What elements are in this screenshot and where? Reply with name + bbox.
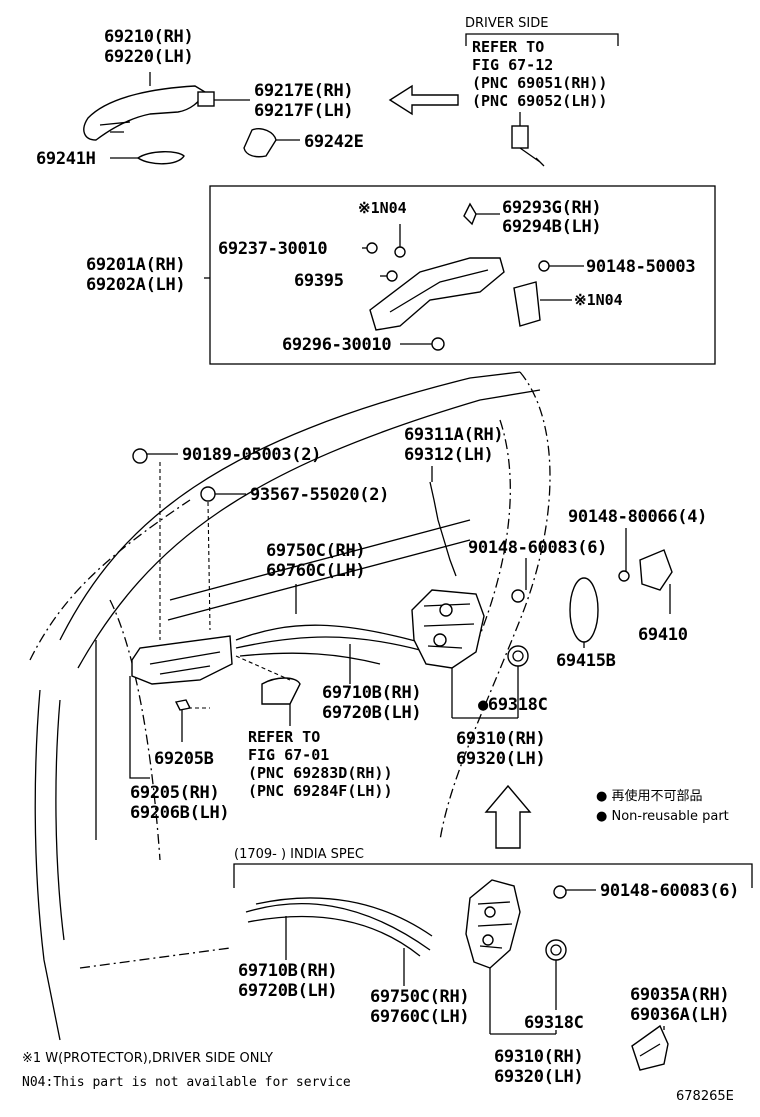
label-93567: 93567-55020(2) [250,485,389,505]
label-69750c-b: 69750C(RH) [370,987,469,1007]
handle-frame [362,202,584,351]
label-69241h: 69241H [36,149,96,169]
label-69294b: 69294B(LH) [502,217,601,237]
cables-mid [235,624,441,684]
label-n04-b: ※1N04 [574,291,623,309]
label-69220: 69220(LH) [104,47,193,67]
label-69320-a: 69320(LH) [456,749,545,769]
refer-mid-line2: FIG 67-01 [248,746,329,764]
label-69242e: 69242E [304,132,364,152]
outside-handle-group [83,72,459,165]
figure-id: 678265E [676,1089,734,1104]
label-69217f: 69217F(LH) [254,101,353,121]
striker [639,549,673,591]
handle-pad [136,151,185,165]
inside-handle [131,635,301,711]
up-arrow [484,784,532,849]
cover-69242e [243,128,277,158]
label-69760c-b: 69760C(LH) [370,1007,469,1027]
label-69310-b: 69310(RH) [494,1047,583,1067]
label-90148-60083-b: 90148-60083(6) [600,881,739,901]
label-69201a: 69201A(RH) [86,255,185,275]
label-driver-side: DRIVER SIDE [465,16,548,31]
label-69036a: 69036A(LH) [630,1005,729,1025]
label-90148-50003: 90148-50003 [586,257,695,277]
refer-top-line4: (PNC 69052(LH)) [472,92,607,110]
label-69750c-a: 69750C(RH) [266,541,365,561]
outside-handle [83,85,206,141]
label-69217e: 69217E(RH) [254,81,353,101]
label-69206b: 69206B(LH) [130,803,229,823]
refer-mid-line1: REFER TO [248,728,320,746]
label-69312: 69312(LH) [404,445,493,465]
frame-box [209,185,716,365]
label-69318c-a: ●69318C [478,695,548,715]
label-69210: 69210(RH) [104,27,193,47]
actuator-69035a [631,1024,669,1071]
refer-top-line2: FIG 67-12 [472,56,553,74]
india-lock-assembly [465,879,596,1035]
label-69293g: 69293G(RH) [502,198,601,218]
refer-arrow [388,84,459,116]
label-69710b-b: 69710B(RH) [238,961,337,981]
label-90189: 90189-05003(2) [182,445,321,465]
label-69205b: 69205B [154,749,214,769]
label-69395: 69395 [294,271,344,291]
label-n04-a: ※1N04 [358,199,407,217]
seal-69415b [569,577,599,643]
label-69205: 69205(RH) [130,783,219,803]
label-69720b-a: 69720B(LH) [322,703,421,723]
footnote-1: ※1 W(PROTECTOR),DRIVER SIDE ONLY [22,1051,273,1066]
label-69310-a: 69310(RH) [456,729,545,749]
label-69320-b: 69320(LH) [494,1067,583,1087]
refer-mid-line4: (PNC 69284F(LH)) [248,782,393,800]
india-spec-label: (1709- ) INDIA SPEC [234,847,364,862]
legend-en: ● Non-reusable part [596,809,729,824]
label-69410: 69410 [638,625,688,645]
label-69318c-b: 69318C [524,1013,584,1033]
handle-cap [197,91,215,107]
cables-india [245,897,433,986]
label-69035a: 69035A(RH) [630,985,729,1005]
refer-top-line1: REFER TO [472,38,544,56]
legend-jp: ● 再使用不可部品 [596,788,702,804]
door-lock-assembly [411,589,529,719]
label-69296: 69296-30010 [282,335,391,355]
label-90148-80066: 90148-80066(4) [568,507,707,527]
label-69237: 69237-30010 [218,239,327,259]
link-rod [429,481,457,577]
footnote-2: N04:This part is not available for servi… [22,1075,351,1090]
mid-fasteners [132,448,246,640]
refer-mid-line3: (PNC 69283D(RH)) [248,764,393,782]
refer-top-line3: (PNC 69051(RH)) [472,74,607,92]
label-69415b: 69415B [556,651,616,671]
label-69760c-a: 69760C(LH) [266,561,365,581]
label-69720b-b: 69720B(LH) [238,981,337,1001]
label-69710b-a: 69710B(RH) [322,683,421,703]
label-69311a: 69311A(RH) [404,425,503,445]
door-outline [29,371,551,1041]
label-69202a: 69202A(LH) [86,275,185,295]
lock-cylinder [511,112,545,167]
label-90148-60083-a: 90148-60083(6) [468,538,607,558]
